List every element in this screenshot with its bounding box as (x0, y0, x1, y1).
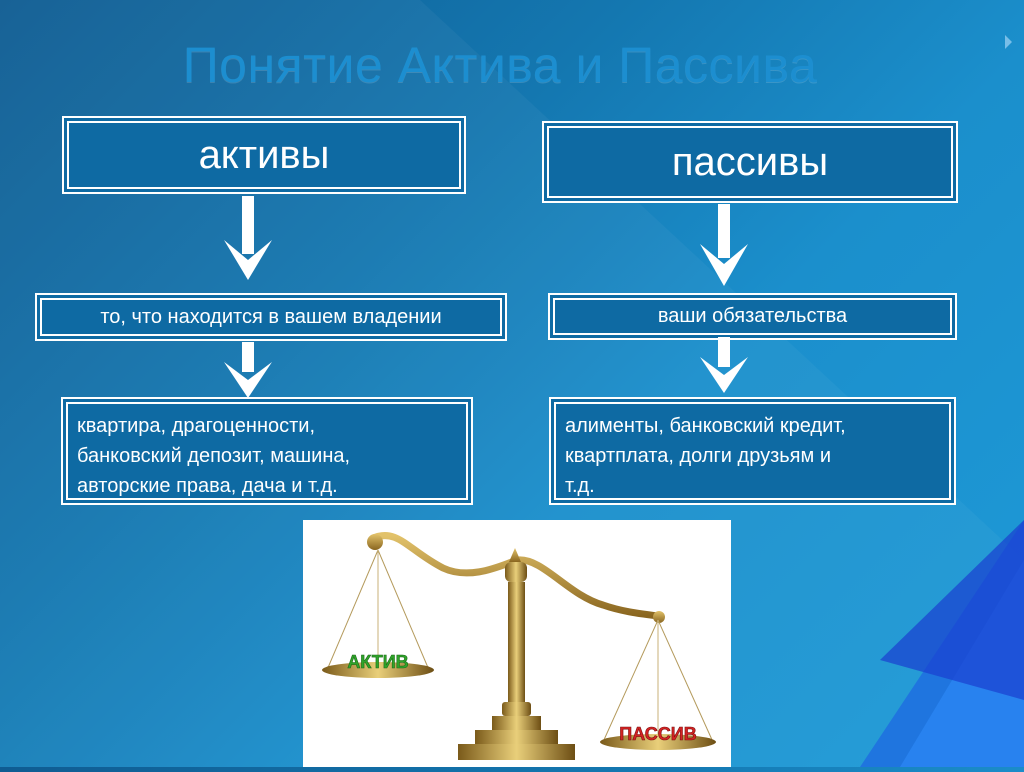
down-arrow-icon (694, 337, 754, 397)
passiv-label: ПАССИВ (619, 724, 696, 744)
scales-illustration: АКТИВ ПАССИВ (303, 520, 731, 767)
liabilities-examples-box: алименты, банковский кредит, квартплата,… (549, 397, 956, 505)
assets-heading: активы (199, 133, 330, 178)
assets-heading-box: активы (62, 116, 466, 194)
down-arrow-icon (218, 196, 278, 286)
assets-example-line: авторские права, дача и т.д. (77, 471, 457, 501)
assets-examples-box: квартира, драгоценности, банковский депо… (61, 397, 473, 505)
aktiv-label: АКТИВ (347, 652, 408, 672)
liabilities-example-line: алименты, банковский кредит, (565, 411, 940, 441)
liabilities-example-line: т.д. (565, 471, 940, 501)
liabilities-heading-box: пассивы (542, 121, 958, 203)
down-arrow-icon (218, 342, 278, 402)
assets-example-line: банковский депозит, машина, (77, 441, 457, 471)
balance-scale-icon: АКТИВ ПАССИВ (303, 520, 731, 767)
liabilities-definition: ваши обязательства (658, 305, 847, 328)
page-title: Понятие Актива и Пассива (0, 36, 1000, 94)
down-arrow-icon (694, 204, 754, 294)
liabilities-example-line: квартплата, долги друзьям и (565, 441, 940, 471)
liabilities-definition-box: ваши обязательства (548, 293, 957, 340)
assets-definition: то, что находится в вашем владении (100, 306, 441, 329)
assets-example-line: квартира, драгоценности, (77, 411, 457, 441)
liabilities-heading: пассивы (672, 140, 828, 185)
assets-definition-box: то, что находится в вашем владении (35, 293, 507, 341)
